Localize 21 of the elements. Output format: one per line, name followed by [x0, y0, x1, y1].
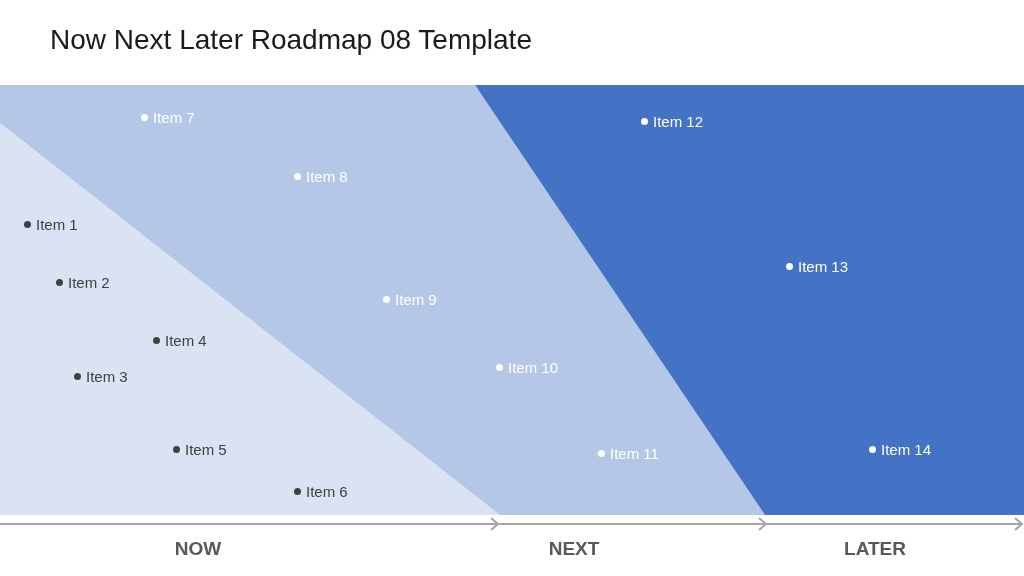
- roadmap-item: Item 10: [496, 359, 559, 377]
- roadmap-item: Item 4: [153, 332, 207, 350]
- roadmap-band: [475, 85, 1024, 515]
- roadmap-item: Item 13: [786, 258, 849, 276]
- roadmap-item: Item 8: [294, 168, 348, 186]
- phase-label: NOW: [174, 538, 222, 560]
- roadmap-band: [0, 85, 765, 515]
- roadmap-item: Item 11: [598, 445, 659, 463]
- phase-label: NEXT: [548, 538, 600, 560]
- roadmap-item: Item 14: [869, 441, 932, 459]
- roadmap-item: Item 6: [294, 483, 348, 501]
- roadmap-item: Item 12: [641, 113, 704, 131]
- roadmap-band: [0, 123, 500, 515]
- roadmap-item: Item 1: [24, 216, 78, 234]
- roadmap-item: Item 7: [141, 109, 195, 127]
- phase-label: LATER: [844, 538, 906, 560]
- roadmap-item: Item 5: [173, 441, 227, 459]
- roadmap-item: Item 3: [74, 368, 128, 386]
- title: Now Next Later Roadmap 08 Template: [50, 24, 532, 56]
- roadmap-item: Item 9: [383, 291, 437, 309]
- roadmap-item: Item 2: [56, 274, 110, 292]
